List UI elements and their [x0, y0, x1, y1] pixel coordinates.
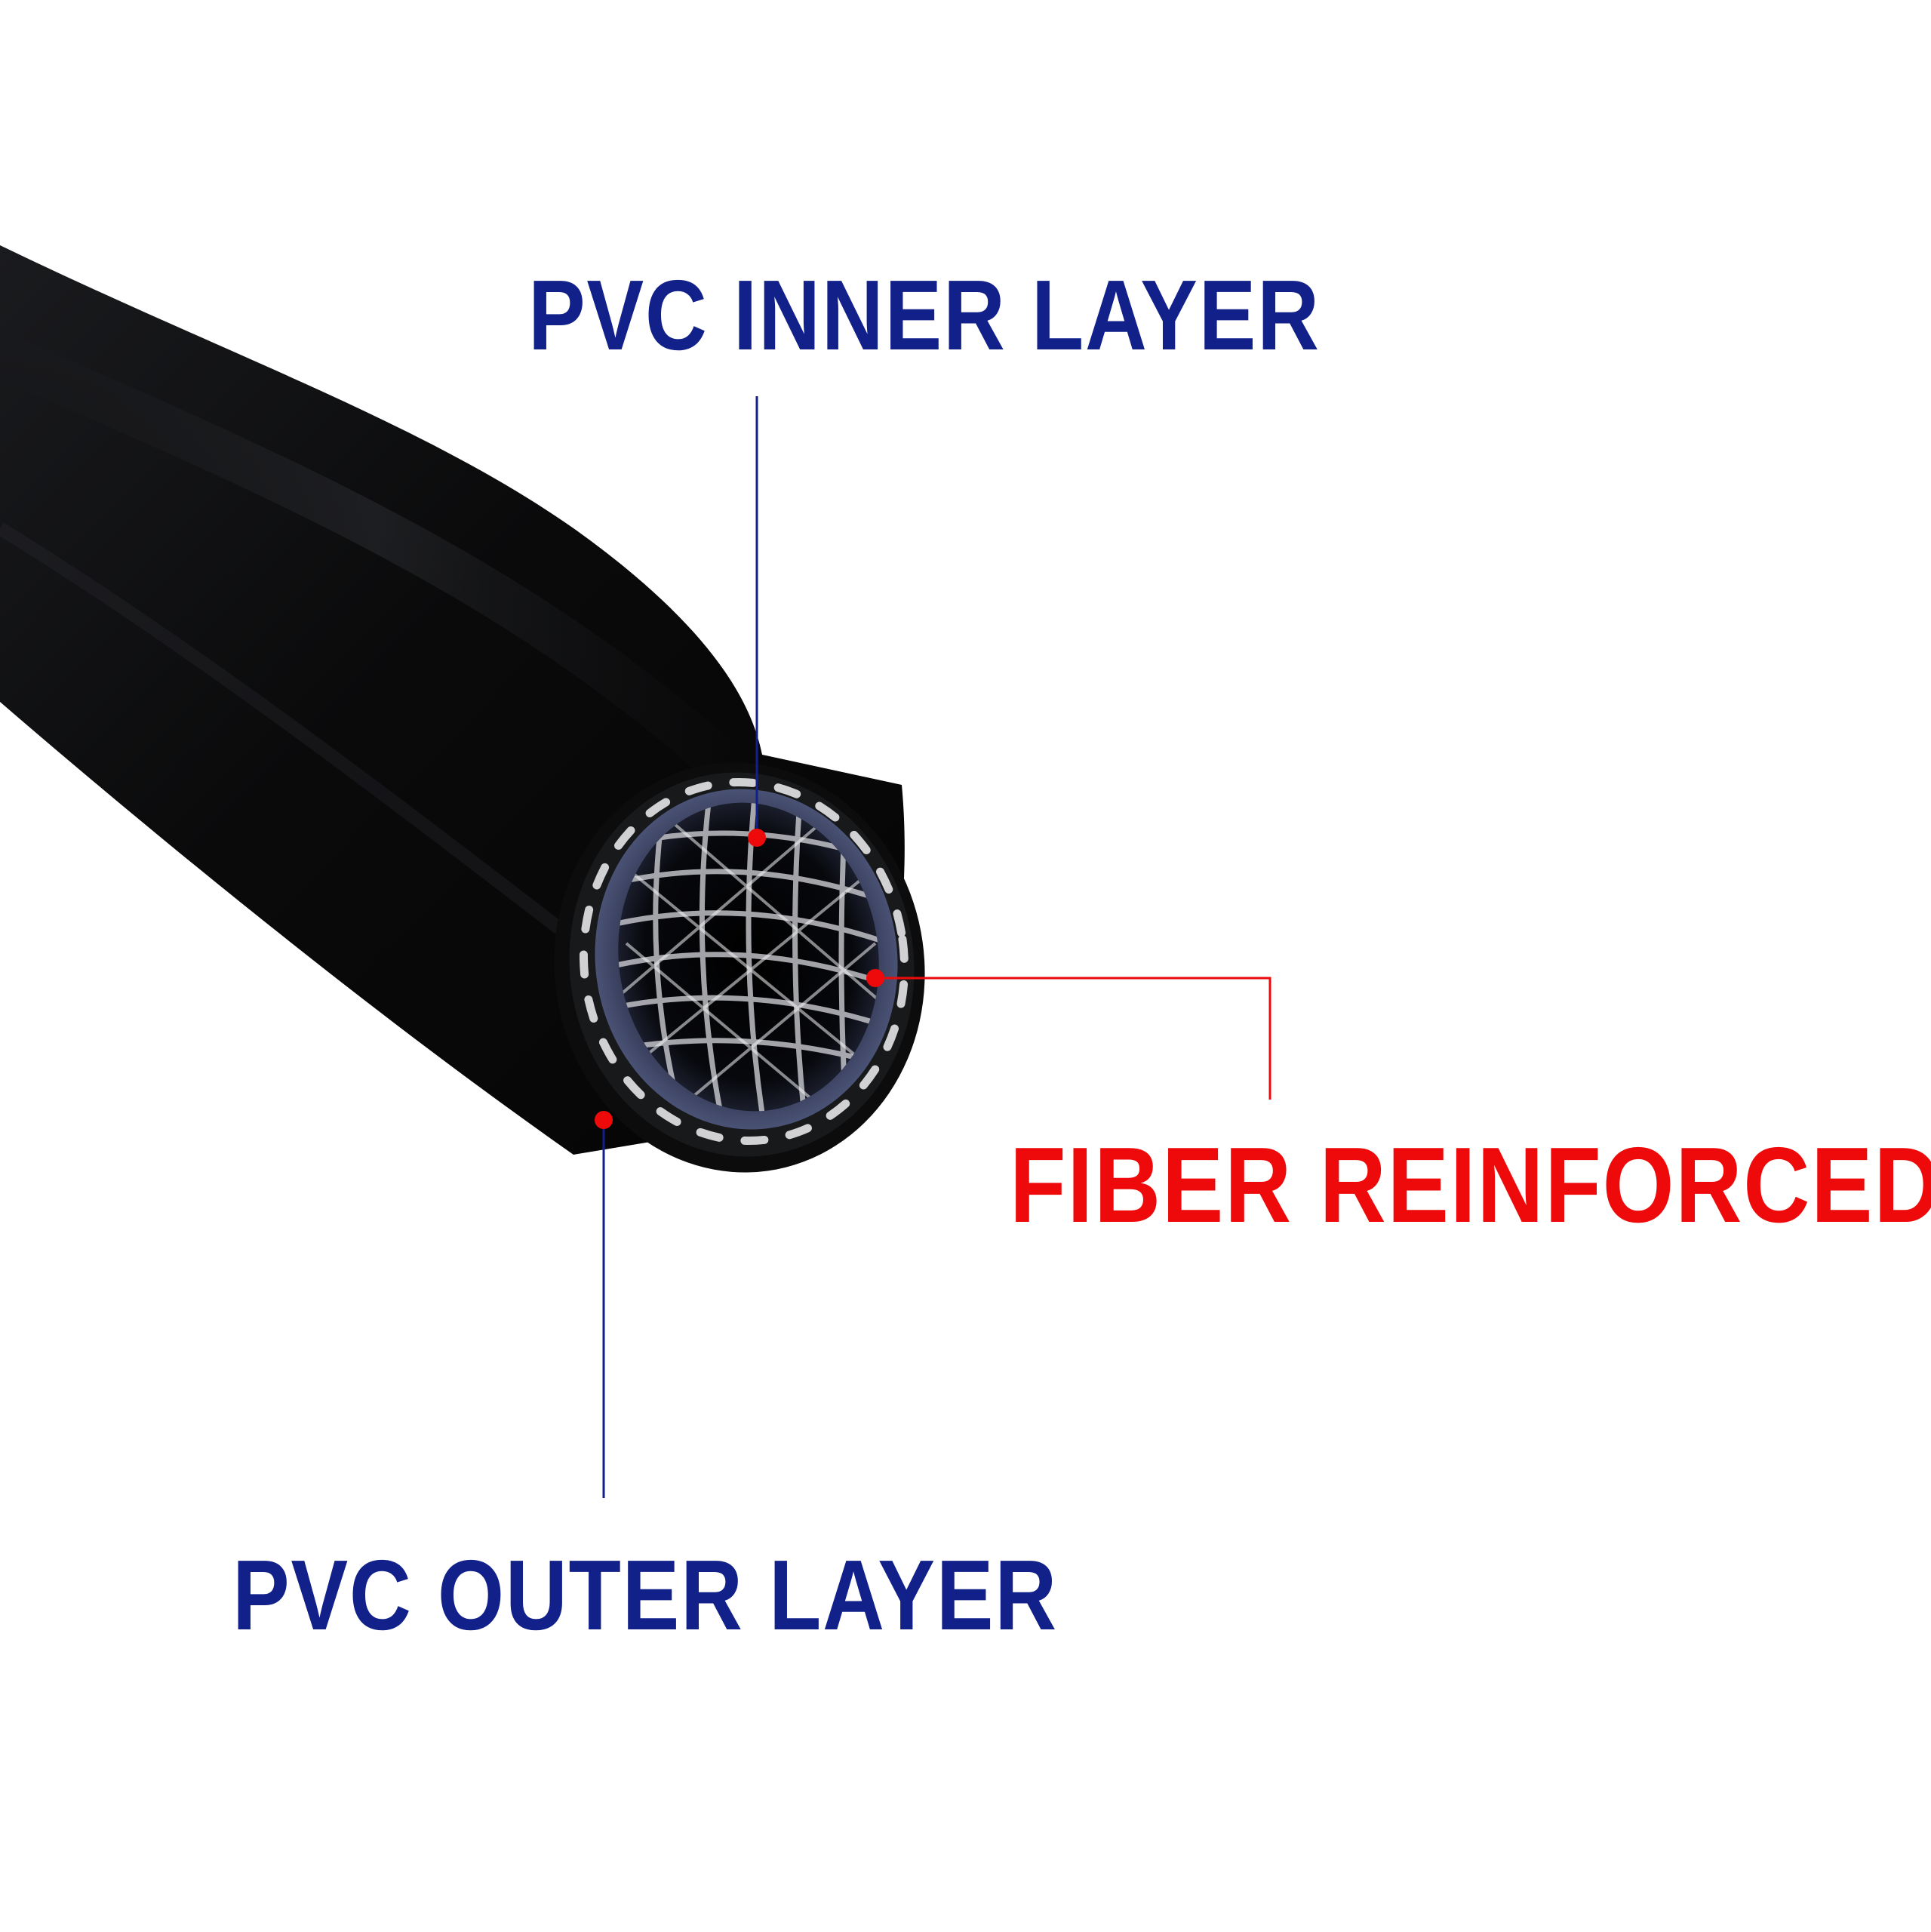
callout-outer-layer — [595, 1111, 613, 1498]
fiber-reinforcement-ring — [579, 777, 909, 1146]
label-pvc-inner-layer: PVC INNER LAYER — [528, 260, 1321, 371]
marker-outer-layer — [595, 1111, 613, 1129]
callout-inner-layer — [748, 396, 766, 847]
marker-fiber-reinforced — [866, 969, 884, 987]
callout-fiber-reinforced — [866, 969, 1271, 1100]
hose-bore — [612, 795, 890, 1114]
label-fiber-reinforced: FIBER REINFORCED — [1010, 1125, 1931, 1245]
label-pvc-outer-layer: PVC OUTER LAYER — [232, 1540, 1058, 1651]
marker-inner-layer — [748, 829, 766, 847]
